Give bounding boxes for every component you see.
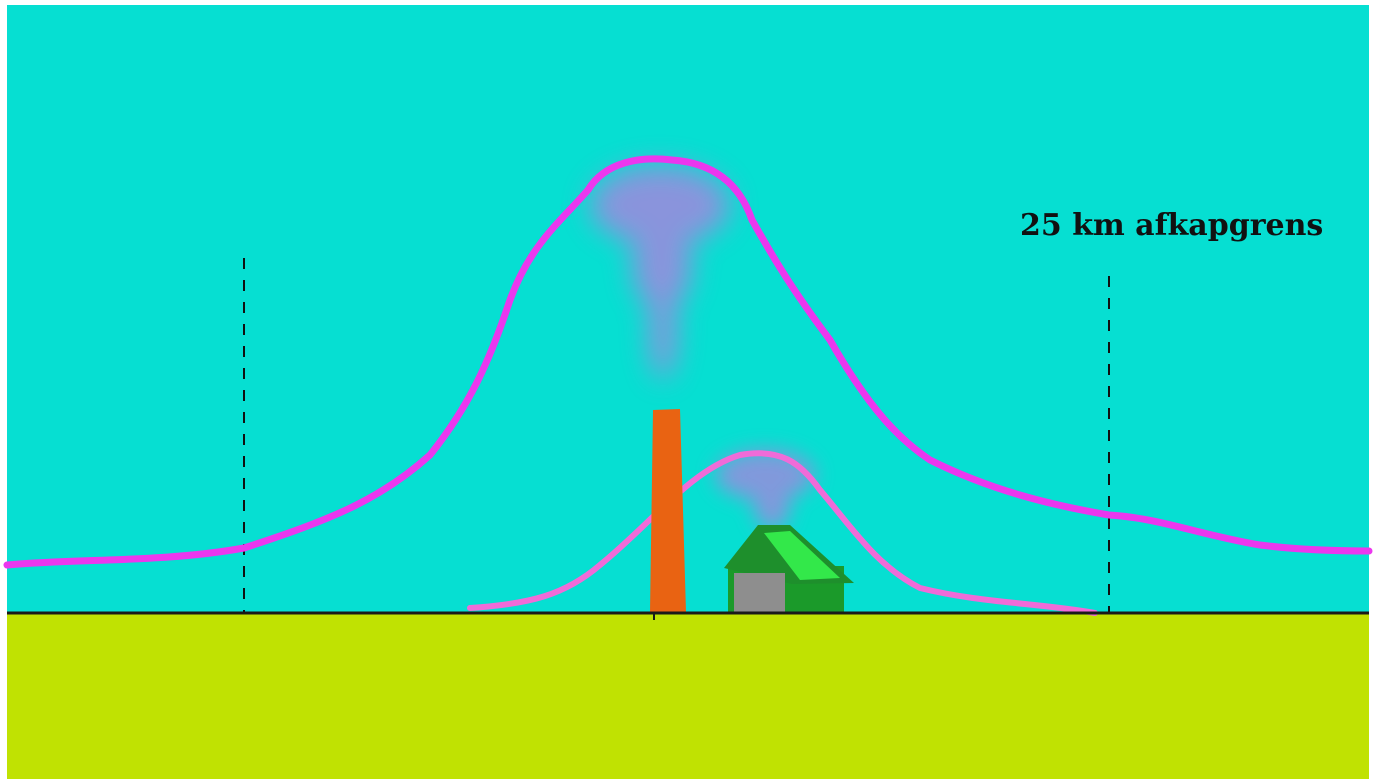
ground [7, 613, 1369, 779]
sky [7, 5, 1369, 613]
house-roof-highlight [764, 531, 840, 580]
tall-plume-curve [3, 155, 1373, 569]
house [724, 525, 854, 612]
chimney [650, 409, 686, 612]
cutoff-label: 25 km afkapgrens [1020, 208, 1323, 243]
chimney-smoke [590, 165, 730, 380]
short-plume-curve [467, 450, 1098, 616]
garage-door [734, 573, 785, 612]
